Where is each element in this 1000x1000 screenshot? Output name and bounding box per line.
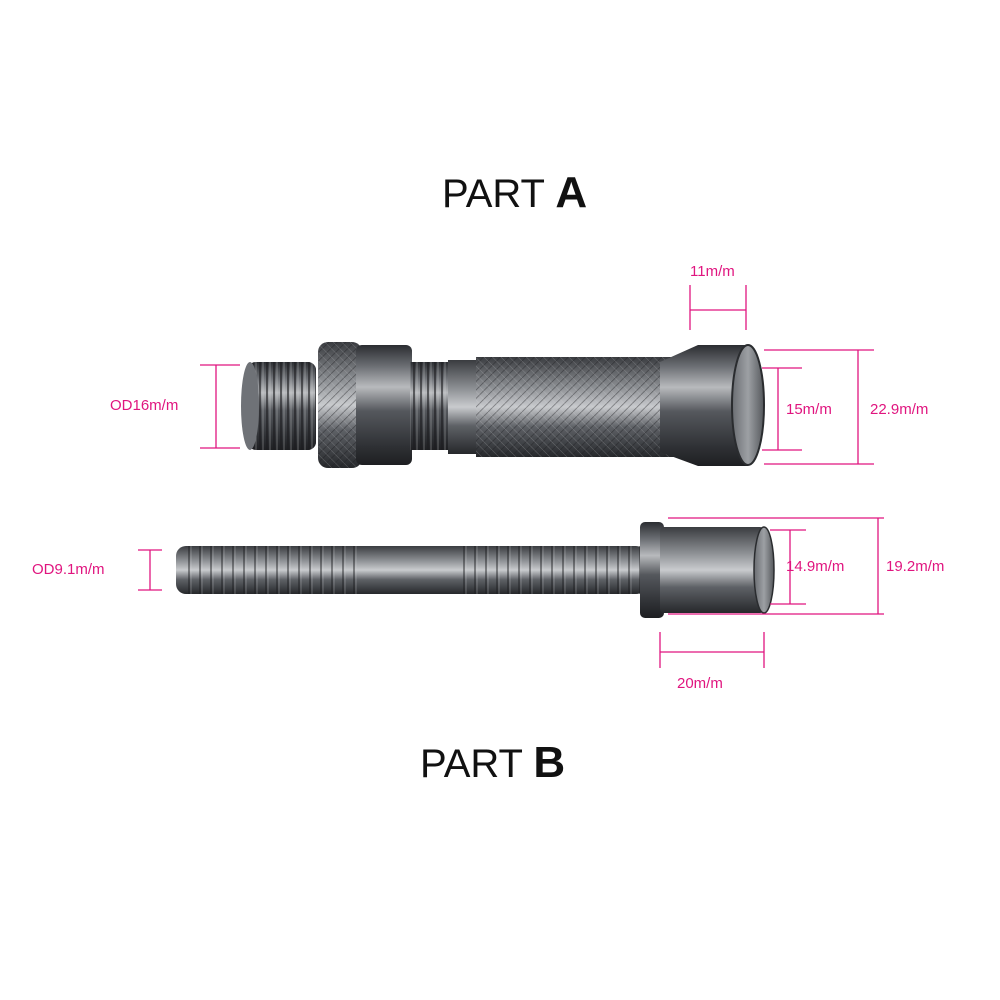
part-b-inner-label: 14.9m/m <box>786 558 845 575</box>
part-b-length-label: 20m/m <box>677 675 723 692</box>
part-a-inner-label: 15m/m <box>786 401 832 418</box>
part-a-title: PART A <box>442 168 587 218</box>
part-b-flange <box>640 522 664 618</box>
part-b-title: PART B <box>420 738 565 788</box>
part-a-cup-face <box>731 344 765 466</box>
part-a-od-label: OD16m/m <box>110 397 179 414</box>
part-a-title-prefix: PART <box>442 172 556 216</box>
part-b-shaft-grooves-left <box>185 546 360 594</box>
part-a-outer-label: 22.9m/m <box>870 401 929 418</box>
part-b-od-label: OD9.1m/m <box>32 561 105 578</box>
part-b-shaft-grooves-right <box>462 546 642 594</box>
part-a-shoulder <box>448 360 478 454</box>
part-b-title-letter: B <box>533 738 566 787</box>
part-b-cup <box>660 527 764 613</box>
part-b-outer-label: 19.2m/m <box>886 558 945 575</box>
part-a-body <box>241 342 765 468</box>
part-a-mid-thread-texture <box>410 362 450 450</box>
part-a-title-letter: A <box>555 168 588 217</box>
part-a-collar <box>356 345 412 465</box>
part-b-dimension-lines <box>138 517 884 668</box>
part-b-cup-face <box>753 526 775 614</box>
part-a-grip-knurl <box>476 357 676 457</box>
part-a-cup <box>660 345 748 466</box>
part-a-dimension-lines <box>200 285 874 465</box>
part-a-nut-knurl <box>318 342 362 468</box>
part-a-thread-texture <box>248 362 316 450</box>
part-b-title-prefix: PART <box>420 742 534 786</box>
part-a-end-face <box>241 362 259 450</box>
part-a-length-label: 11m/m <box>690 263 735 280</box>
part-b-body <box>176 522 775 618</box>
